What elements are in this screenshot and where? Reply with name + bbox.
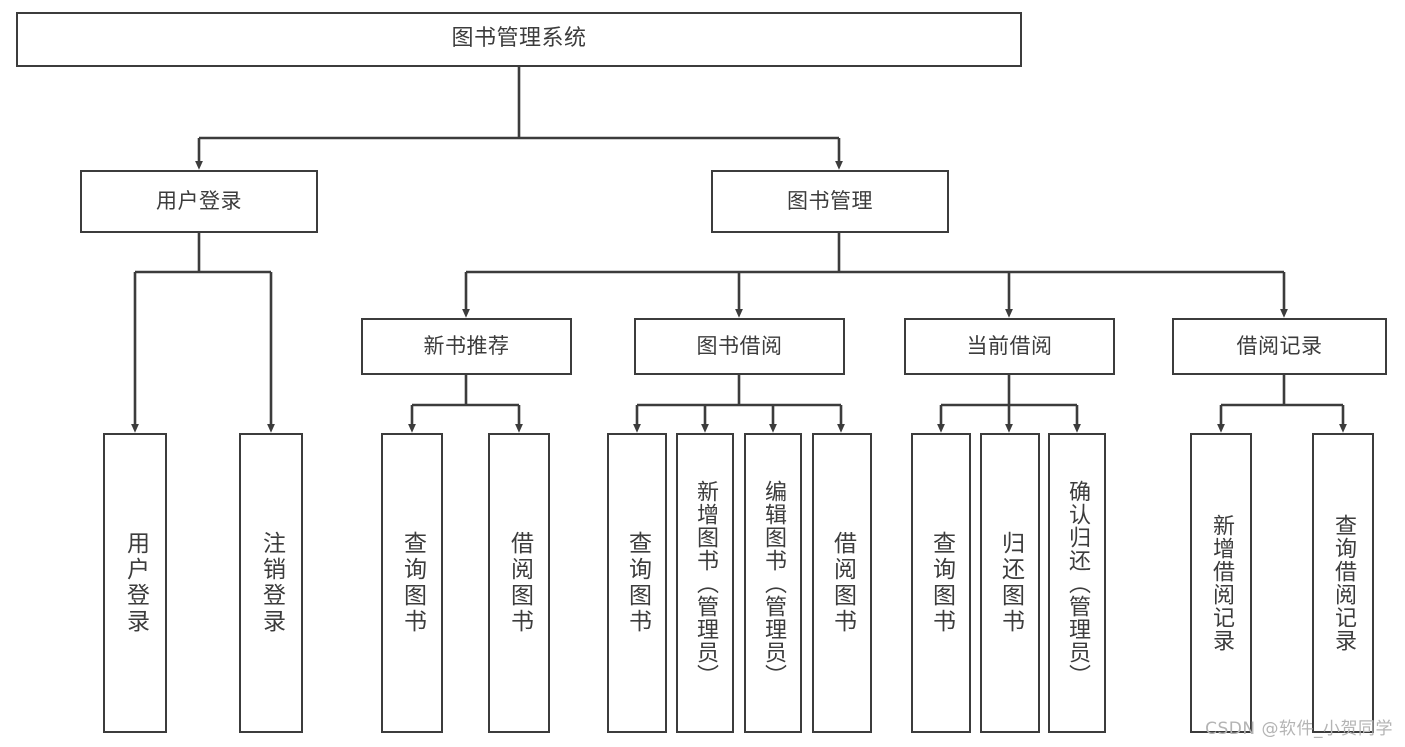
node-leaf-user-login[interactable]: 用户登录 [103,433,167,733]
node-leaf-query-record[interactable]: 查询借阅记录 [1312,433,1374,733]
node-leaf-query-book-1[interactable]: 查询图书 [381,433,443,733]
node-user-login-label: 用户登录 [156,188,242,213]
node-leaf-borrow-book-1-label: 借阅图书 [506,531,533,635]
node-new-book-recommend-label: 新书推荐 [423,333,510,358]
node-leaf-add-book-label: 新增图书（管理员） [693,479,718,687]
node-book-manage-label: 图书管理 [787,188,873,213]
node-leaf-edit-book[interactable]: 编辑图书（管理员） [744,433,802,733]
node-borrow-record[interactable]: 借阅记录 [1172,318,1387,375]
node-leaf-return-book[interactable]: 归还图书 [980,433,1040,733]
node-leaf-add-book[interactable]: 新增图书（管理员） [676,433,734,733]
node-current-borrow[interactable]: 当前借阅 [904,318,1115,375]
node-book-manage[interactable]: 图书管理 [711,170,949,233]
node-leaf-borrow-book-1[interactable]: 借阅图书 [488,433,550,733]
node-leaf-borrow-book-2-label: 借阅图书 [829,531,856,635]
node-leaf-add-record-label: 新增借阅记录 [1209,514,1234,652]
node-leaf-user-login-label: 用户登录 [122,531,149,635]
node-leaf-borrow-book-2[interactable]: 借阅图书 [812,433,872,733]
node-root[interactable]: 图书管理系统 [16,12,1022,67]
node-leaf-logout-login-label: 注销登录 [258,531,285,635]
node-current-borrow-label: 当前借阅 [966,333,1053,358]
node-leaf-edit-book-label: 编辑图书（管理员） [761,479,786,687]
node-leaf-query-record-label: 查询借阅记录 [1331,514,1356,652]
node-user-login[interactable]: 用户登录 [80,170,318,233]
node-root-label: 图书管理系统 [451,26,587,52]
node-leaf-confirm-return-label: 确认归还（管理员） [1065,479,1090,687]
node-leaf-return-book-label: 归还图书 [997,531,1024,635]
node-book-borrow-label: 图书借阅 [696,333,783,358]
node-book-borrow[interactable]: 图书借阅 [634,318,845,375]
node-borrow-record-label: 借阅记录 [1236,333,1323,358]
node-leaf-add-record[interactable]: 新增借阅记录 [1190,433,1252,733]
node-leaf-query-book-2[interactable]: 查询图书 [607,433,667,733]
node-leaf-query-book-3-label: 查询图书 [928,531,955,635]
node-leaf-query-book-3[interactable]: 查询图书 [911,433,971,733]
node-leaf-query-book-2-label: 查询图书 [624,531,651,635]
node-leaf-query-book-1-label: 查询图书 [399,531,426,635]
node-new-book-recommend[interactable]: 新书推荐 [361,318,572,375]
node-leaf-confirm-return[interactable]: 确认归还（管理员） [1048,433,1106,733]
node-leaf-logout-login[interactable]: 注销登录 [239,433,303,733]
